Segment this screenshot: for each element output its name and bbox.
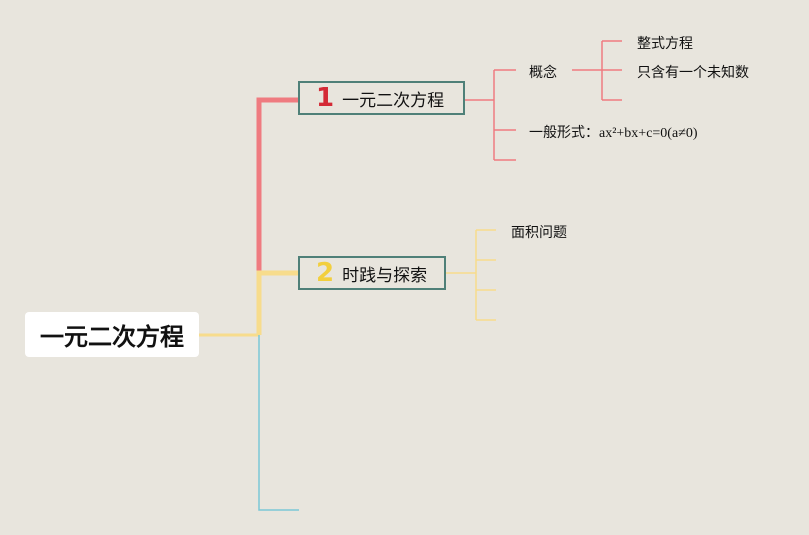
root-node[interactable]: 一元二次方程 (25, 312, 199, 357)
area-problem-node[interactable]: 面积问题 (511, 222, 567, 242)
branch-1-connector (256, 97, 299, 335)
root-label: 一元二次方程 (40, 323, 184, 351)
topic-1-number: 1 (316, 83, 335, 113)
topic-2-number: 2 (316, 258, 335, 288)
topic-node-1[interactable]: 1 一元二次方程 (298, 81, 465, 115)
general-form-node[interactable]: 一般形式：ax²+bx+c=0(a≠0) (529, 122, 698, 142)
branch-3-connector (258, 335, 299, 511)
general-form-label: 一般形式： (529, 125, 599, 141)
branch-2-connector (256, 270, 299, 335)
topic-2-label: 时践与探索 (342, 265, 428, 286)
concept-label: 概念 (529, 65, 557, 81)
concept-item-1[interactable]: 整式方程 (637, 33, 693, 53)
concept-item-1-label: 整式方程 (637, 36, 693, 52)
general-form-formula: ax²+bx+c=0(a≠0) (599, 126, 698, 141)
concept-item-2[interactable]: 只含有一个未知数 (637, 62, 749, 82)
area-problem-label: 面积问题 (511, 225, 567, 241)
concept-node[interactable]: 概念 (529, 62, 557, 82)
concept-item-2-label: 只含有一个未知数 (637, 65, 749, 81)
topic-node-2[interactable]: 2 时践与探索 (298, 256, 446, 290)
topic-1-label: 一元二次方程 (342, 90, 445, 111)
